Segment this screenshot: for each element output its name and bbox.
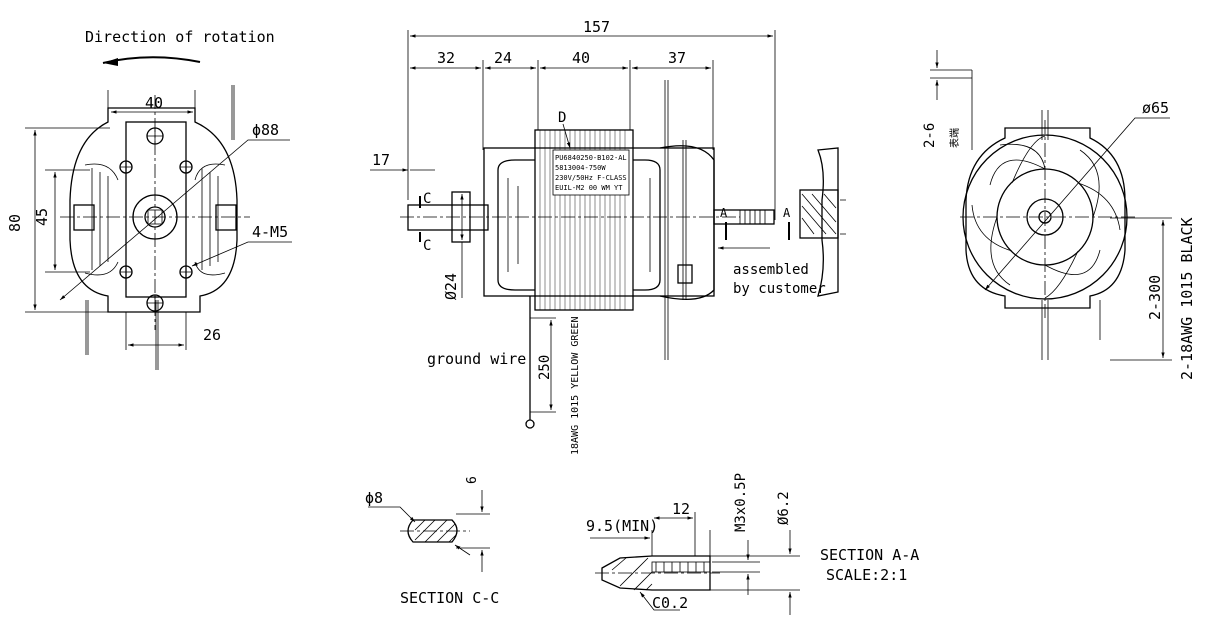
section-c-marker-bottom: C [423,238,431,254]
dim-seg-4: 37 [668,49,686,67]
dim-aa-diameter: Ø6.2 [776,491,792,525]
motor-shaft [407,204,489,231]
section-aa-scale: SCALE:2:1 [826,566,907,584]
section-cc-title: SECTION C-C [400,589,499,607]
dim-seg-3: 40 [572,49,590,67]
dim-lead-length: 2-300 [1146,275,1164,320]
right-coil [201,168,219,270]
dim-cc-flat: 6 [465,476,480,484]
nameplate-line-3: 230V/50Hz F-CLASS [555,174,627,182]
ground-wire-length: 250 [537,355,553,380]
front-bracket [125,121,187,298]
dim-seg-1: 32 [437,49,455,67]
nameplate-line-4: EUIL-M2 00 WM YT [555,184,623,192]
nameplate [552,149,630,196]
screw-icon [119,127,193,312]
section-aa: 9.5(MIN) 12 M3x0.5P Ø6.2 C0.2 SECTION A-… [586,473,919,615]
fan-section [817,147,839,297]
rotation-arrowhead-icon [103,58,118,66]
dim-rear-top: 2-6 [922,123,938,148]
stator-stack [534,129,634,311]
section-a-marker-left: A [720,206,728,220]
dim-shaft-length: 17 [372,151,390,169]
ground-wire-label: ground wire [427,350,526,368]
dim-total-length: 157 [583,18,610,36]
rear-housing-outline [965,127,1126,309]
front-view: Direction of rotation [6,28,292,370]
dim-seg-2: 24 [494,49,512,67]
section-a-marker-right: A [783,206,791,220]
dim-front-bottom: 26 [203,326,221,344]
dim-front-diameter: ϕ88 [252,121,279,139]
section-c-marker-top: C [423,191,431,207]
dim-front-width: 40 [145,94,163,112]
ground-wire-spec: 18AWG 1015 YELLOW GREEN [570,317,581,455]
ground-terminal-icon [525,419,535,429]
dim-aa-min: 9.5(MIN) [586,517,658,535]
dim-cc-diameter: ϕ8 [365,489,383,507]
assembled-line-2: by customer [733,281,826,297]
nameplate-line-2: 5813004-750W [555,164,606,172]
left-coil [91,168,109,270]
dim-rear-top-cn: 表端 [948,128,961,148]
dim-shaft-diameter: Ø24 [442,273,460,300]
assembled-line-1: assembled [733,262,809,278]
rear-view: 2-6 表端 ø65 2-300 2-18AWG 1015 BLACK [922,50,1196,380]
chamfer-label: C0.2 [652,594,688,612]
dim-front-height: 80 [6,214,24,232]
marker-d: D [558,110,566,126]
dim-rear-diameter: ø65 [1142,99,1169,117]
fan-blades [971,135,1121,299]
dim-lead-spec: 2-18AWG 1015 BLACK [1178,217,1196,380]
rotation-label: Direction of rotation [85,28,275,46]
section-aa-title: SECTION A-A [820,546,919,564]
dim-aa-thread: M3x0.5P [733,473,749,532]
dim-front-screw: 4-M5 [252,223,288,241]
dim-aa-12: 12 [672,500,690,518]
section-cc: ϕ8 6 SECTION C-C [365,476,499,607]
front-housing-outline [69,107,238,313]
dim-front-inner: 45 [33,208,51,226]
side-view: 157 32 24 40 37 PU6840250-B102-AL 581300… [370,18,846,455]
nameplate-line-1: PU6840250-B102-AL [555,154,627,162]
